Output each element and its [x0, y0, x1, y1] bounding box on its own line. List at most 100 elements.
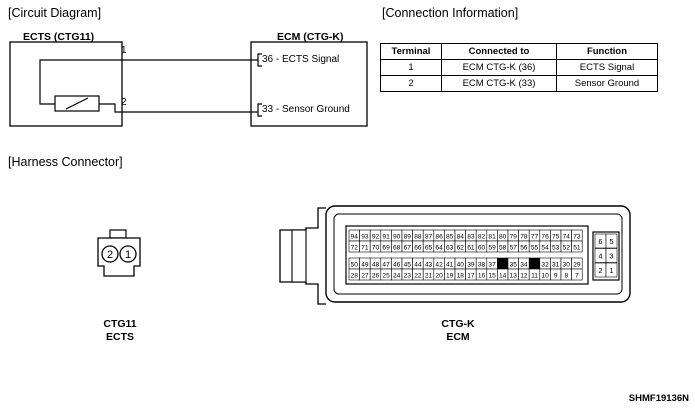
harness-connector-heading: [Harness Connector] [8, 155, 123, 169]
ctg11-pin-2 [101, 245, 119, 263]
ecm-pin-label: 47 [382, 261, 390, 268]
ecm-pin-label: 14 [499, 272, 507, 279]
ecm-pin-label: 55 [531, 244, 539, 251]
ecm-pin-label: 90 [393, 233, 401, 240]
ecm-pin-label: 57 [510, 244, 518, 251]
ecm-pin-label: 70 [372, 244, 380, 251]
ecm-pin-label: 74 [563, 233, 571, 240]
ctg11-caption-line: CTG11 [103, 318, 137, 330]
ecm-pin-label: 78 [520, 233, 528, 240]
table-cell: ECM CTG-K (33) [441, 75, 557, 92]
sensor-pin-2-label: 2 [121, 97, 127, 108]
ecm-pin-label: 43 [425, 261, 433, 268]
ctg11-connector: 2 1 [97, 229, 141, 277]
ecm-pin-label: 67 [404, 244, 412, 251]
ecm-side-pin-cell [605, 233, 618, 249]
table-row: 1 ECM CTG-K (36) ECTS Signal [380, 59, 658, 76]
ctg11-caption-line: ECTS [105, 331, 134, 343]
ecm-pin-label: 60 [478, 244, 486, 251]
ecm-pin-label: 53 [552, 244, 560, 251]
ecm-pin-label: 10 [541, 272, 549, 279]
ecm-pin-label: 28 [351, 272, 359, 279]
ecm-pin-label: 22 [414, 272, 422, 279]
ecm-pin-label: 50 [351, 261, 359, 268]
ecm-pin-label: 21 [425, 272, 433, 279]
ecm-side-pin-label: 4 [598, 252, 602, 261]
ecm-pin-label: 66 [414, 244, 422, 251]
table-header: Connected to [441, 43, 557, 60]
ecm-pin-label: 75 [552, 233, 560, 240]
ecm-pin-label: 40 [457, 261, 465, 268]
ecm-pin-label: 36 [499, 261, 507, 268]
figure-id: SHMF19136N [628, 393, 689, 404]
ecm-pin-label: 79 [510, 233, 518, 240]
ecm-pin-label: 20 [435, 272, 443, 279]
ecm-pin-label: 76 [541, 233, 549, 240]
table-cell: 1 [380, 59, 442, 76]
ecm-pin-label: 11 [531, 272, 538, 279]
ecm-pin-label: 58 [499, 244, 507, 251]
ecm-pin-label: 25 [382, 272, 390, 279]
ecm-signal-label: 36 - ECTS Signal [262, 54, 340, 65]
ecm-pin-label: 62 [457, 244, 465, 251]
table-cell: ECM CTG-K (36) [441, 59, 557, 76]
ecm-pin-label: 61 [467, 244, 475, 251]
ctg11-caption: CTG11 ECTS [80, 318, 160, 344]
ecm-flange-slot [291, 229, 307, 283]
ecm-pin-label: 80 [499, 233, 507, 240]
table-cell: ECTS Signal [556, 59, 658, 76]
ecm-side-pin-label: 1 [609, 266, 613, 275]
ecm-pin-label: 71 [361, 244, 369, 251]
ecm-pin-label: 84 [457, 233, 465, 240]
ecm-pin-label: 59 [488, 244, 496, 251]
ecm-pin-label: 8 [564, 272, 568, 279]
ecm-pin-label: 9 [554, 272, 558, 279]
ecm-pin-label: 38 [478, 261, 486, 268]
ecm-pin-label: 24 [393, 272, 401, 279]
ecm-pin-label: 83 [467, 233, 475, 240]
sensor-internal-wire-1 [39, 59, 122, 105]
ecm-pin-label: 63 [446, 244, 454, 251]
ecm-side-pin-cell [605, 262, 618, 278]
ecm-pin-label: 35 [510, 261, 518, 268]
connection-table: Terminal Connected to Function 1 ECM CTG… [380, 43, 658, 92]
ecm-pin-label: 92 [372, 233, 380, 240]
ecm-pin-label: 68 [393, 244, 401, 251]
table-cell: Sensor Ground [556, 75, 658, 92]
ecm-side-pin-label: 5 [609, 237, 613, 246]
ecm-caption: CTG-K ECM [418, 318, 498, 344]
ecm-pin-label: 69 [382, 244, 390, 251]
ecm-pin-label: 32 [541, 261, 549, 268]
ecm-pin-label: 37 [488, 261, 496, 268]
ecm-pin-label: 51 [573, 244, 581, 251]
ecm-box [250, 41, 368, 127]
table-cell: 2 [380, 75, 442, 92]
ecm-pin-label: 7 [575, 272, 579, 279]
ecm-pin-label: 94 [351, 233, 359, 240]
ecm-pin-label: 87 [425, 233, 433, 240]
ecm-pin-label: 77 [531, 233, 539, 240]
ecm-pin-label: 89 [404, 233, 412, 240]
ecm-pin-label: 82 [478, 233, 486, 240]
table-header: Function [556, 43, 658, 60]
ecm-pin-label: 44 [414, 261, 422, 268]
sensor-pin-1-label: 1 [121, 45, 127, 56]
ecm-pin-cell [571, 268, 583, 281]
ecm-pin-label: 88 [414, 233, 422, 240]
ecm-pin-label: 30 [563, 261, 571, 268]
ecm-pin-label: 49 [361, 261, 369, 268]
ecm-pin-label: 41 [446, 261, 454, 268]
ctg11-latch [109, 229, 127, 239]
ecm-pin-label: 52 [563, 244, 571, 251]
ecm-pin-label: 42 [435, 261, 443, 268]
ecm-connector-rim [333, 213, 623, 295]
ecm-caption-line: ECM [446, 331, 470, 343]
ctg11-pin-1-label: 1 [125, 249, 131, 261]
ctg11-pin-1 [119, 245, 137, 263]
ecm-pin-label: 81 [488, 233, 496, 240]
ects-sensor-box [9, 41, 123, 127]
ecm-pin-36-bracket [257, 53, 262, 67]
ecm-pin-label: 31 [552, 261, 560, 268]
ecm-component-label: ECM (CTG-K) [277, 31, 344, 43]
